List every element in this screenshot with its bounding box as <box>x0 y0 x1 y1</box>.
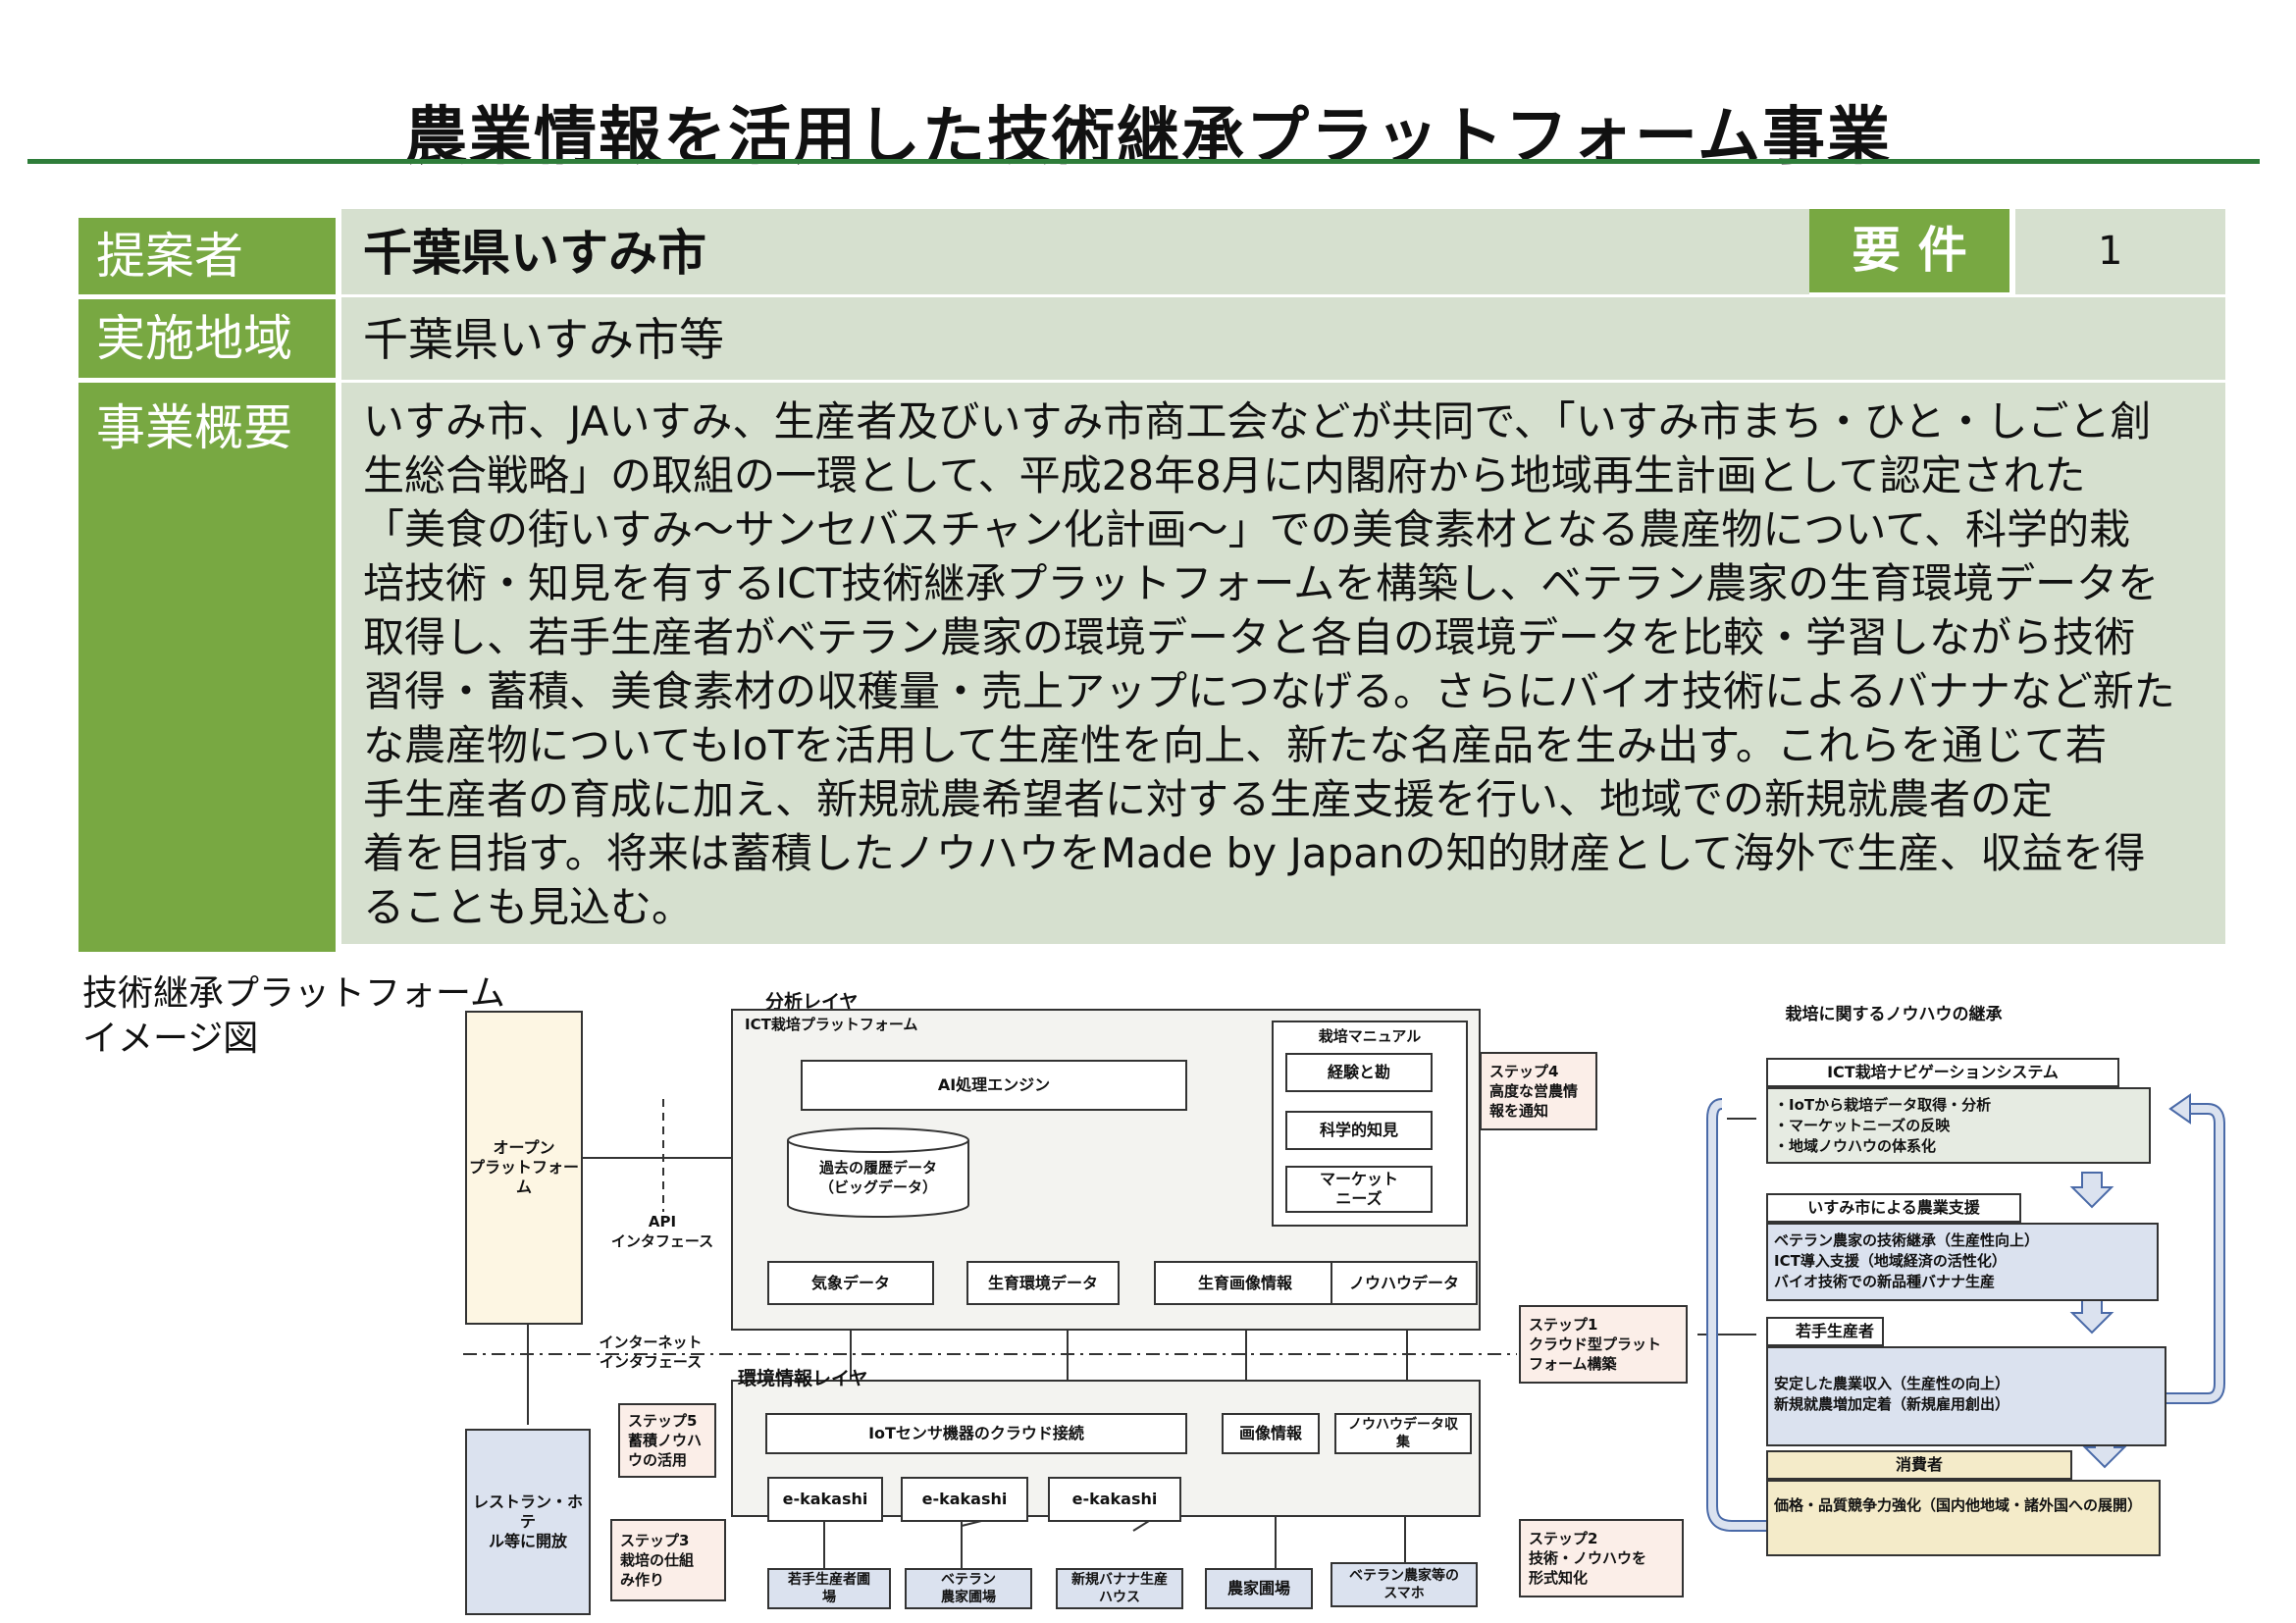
proposer-label: 提案者 <box>78 218 336 294</box>
farm-field-box: 農家圃場 <box>1205 1568 1313 1609</box>
banana-house-box: 新規バナナ生産 ハウス <box>1056 1568 1183 1609</box>
summary-line: 培技術・知見を有するICT技術継承プラットフォームを構築し、ベテラン農家の生育環… <box>363 559 2160 607</box>
summary-line: いすみ市、JAいすみ、生産者及びいすみ市商工会などが共同で、「いすみ市まち・ひと… <box>363 397 2152 445</box>
step5-note: ステップ5 蓄積ノウハ ウの活用 <box>618 1403 716 1478</box>
e-kakashi-device: e-kakashi <box>767 1477 883 1522</box>
support-title: いすみ市による農業支援 <box>1766 1193 2021 1223</box>
caption-line: イメージ図 <box>82 1019 259 1059</box>
knowhow-collect-box: ノウハウデータ収 集 <box>1334 1413 1472 1454</box>
summary-line: 着を目指す。将来は蓄積したノウハウをMade by Japanの知的財産として海… <box>363 829 2146 877</box>
young-item: 新規就農増加定着（新規雇用創出） <box>1774 1395 2010 1413</box>
api-label: API インタフェース <box>610 1213 714 1250</box>
consumer-box: 価格・品質競争力強化（国内他地域・諸外国への展開） <box>1766 1480 2161 1556</box>
smartphone-box: ベテラン農家等の スマホ <box>1331 1562 1478 1607</box>
support-item: バイオ技術での新品種バナナ生産 <box>1774 1273 1996 1290</box>
young-producer-title: 若手生産者 <box>1766 1317 1884 1346</box>
right-panel-title: 栽培に関するノウハウの継承 <box>1785 1005 2003 1024</box>
summary-line: 手生産者の育成に加え、新規就農希望者に対する生産支援を行い、地域での新規就農者の… <box>363 775 2054 823</box>
iot-cloud-box: IoTセンサ機器のクラウド接続 <box>765 1413 1187 1454</box>
manual-title: 栽培マニュアル <box>1318 1027 1422 1045</box>
summary-line: 「美食の街いすみ～サンセバスチャン化計画～」での美食素材となる農産物について、科… <box>363 505 2130 553</box>
ict-platform-label: ICT栽培プラットフォーム <box>745 1016 918 1033</box>
diagram-caption: 技術継承プラットフォーム イメージ図 <box>82 971 505 1062</box>
weather-data-box: 気象データ <box>767 1261 934 1305</box>
manual-item-market: マーケット ニーズ <box>1285 1166 1433 1213</box>
summary-label: 事業概要 <box>78 383 336 952</box>
e-kakashi-device: e-kakashi <box>901 1477 1028 1522</box>
nav-system-title: ICT栽培ナビゲーションシステム <box>1766 1058 2119 1087</box>
young-producer-box: 安定した農業収入（生産性の向上） 新規就農増加定着（新規雇用創出） <box>1766 1346 2166 1446</box>
internet-label: インターネット インタフェース <box>599 1334 703 1371</box>
consumer-text: 価格・品質競争力強化（国内他地域・諸外国への展開） <box>1774 1496 2143 1514</box>
summary-line: 取得し、若手生産者がベテラン農家の環境データと各自の環境データを比較・学習しなが… <box>363 613 2136 661</box>
support-box: ベテラン農家の技術継承（生産性向上） ICT導入支援（地域経済の活性化） バイオ… <box>1766 1223 2159 1301</box>
summary-text: いすみ市、JAいすみ、生産者及びいすみ市商工会などが共同で、「いすみ市まち・ひと… <box>341 383 2225 944</box>
nav-item: ・IoTから栽培データ取得・分析 <box>1774 1096 1992 1114</box>
nav-item: ・マーケットニーズの反映 <box>1774 1117 1951 1134</box>
env-layer-label: 環境情報レイヤ <box>738 1368 868 1389</box>
requirement-value: 1 <box>2015 209 2225 294</box>
open-platform-box: オープン プラットフォーム <box>465 1011 583 1325</box>
growth-env-data-box: 生育環境データ <box>966 1261 1120 1305</box>
support-item: ICT導入支援（地域経済の活性化） <box>1774 1252 2007 1270</box>
step4-note: ステップ4 高度な営農情 報を通知 <box>1480 1052 1597 1130</box>
history-data-label: 過去の履歴データ （ビッグデータ） <box>818 1159 937 1196</box>
image-info-box: 画像情報 <box>1222 1413 1320 1454</box>
summary-line: 生総合戦略」の取組の一環として、平成28年8月に内閣府から地域再生計画として認定… <box>363 451 2086 499</box>
step1-note: ステップ1 クラウド型プラット フォーム構築 <box>1519 1305 1688 1384</box>
step3-note: ステップ3 栽培の仕組 み作り <box>610 1519 726 1601</box>
manual-item-experience: 経験と勘 <box>1285 1053 1433 1092</box>
analysis-layer-label: 分析レイヤ <box>765 991 859 1013</box>
veteran-farm-box: ベテラン 農家圃場 <box>905 1568 1032 1609</box>
knowhow-data-box: ノウハウデータ <box>1331 1261 1478 1305</box>
history-data-cylinder <box>787 1127 969 1218</box>
growth-image-box: 生育画像情報 <box>1154 1261 1336 1305</box>
summary-line: ることも見込む。 <box>363 883 694 931</box>
ai-engine-box: AI処理エンジン <box>801 1060 1187 1111</box>
title-underline <box>27 159 2260 164</box>
consumer-title: 消費者 <box>1766 1450 2072 1480</box>
area-value: 千葉県いすみ市等 <box>341 297 2225 380</box>
restaurant-box: レストラン・ホテ ル等に開放 <box>465 1429 591 1615</box>
caption-line: 技術継承プラットフォーム <box>82 973 505 1014</box>
summary-line: な農産物についてもIoTを活用して生産性を向上、新たな名産品を生み出す。これらを… <box>363 721 2107 769</box>
e-kakashi-device: e-kakashi <box>1048 1477 1181 1522</box>
young-farm-box: 若手生産者圃 場 <box>767 1568 891 1609</box>
summary-line: 習得・蓄積、美食素材の収穫量・売上アップにつなげる。さらにバイオ技術によるバナナ… <box>363 667 2175 715</box>
step2-note: ステップ2 技術・ノウハウを 形式知化 <box>1519 1519 1684 1597</box>
area-label: 実施地域 <box>78 299 336 378</box>
young-item: 安定した農業収入（生産性の向上） <box>1774 1375 2010 1392</box>
support-item: ベテラン農家の技術継承（生産性向上） <box>1774 1231 2040 1249</box>
nav-system-box: ・IoTから栽培データ取得・分析 ・マーケットニーズの反映 ・地域ノウハウの体系… <box>1766 1087 2151 1164</box>
nav-item: ・地域ノウハウの体系化 <box>1774 1137 1937 1155</box>
manual-item-science: 科学的知見 <box>1285 1111 1433 1150</box>
proposer-value: 千葉県いすみ市 <box>341 209 1809 294</box>
requirement-label: 要 件 <box>1809 209 2009 292</box>
